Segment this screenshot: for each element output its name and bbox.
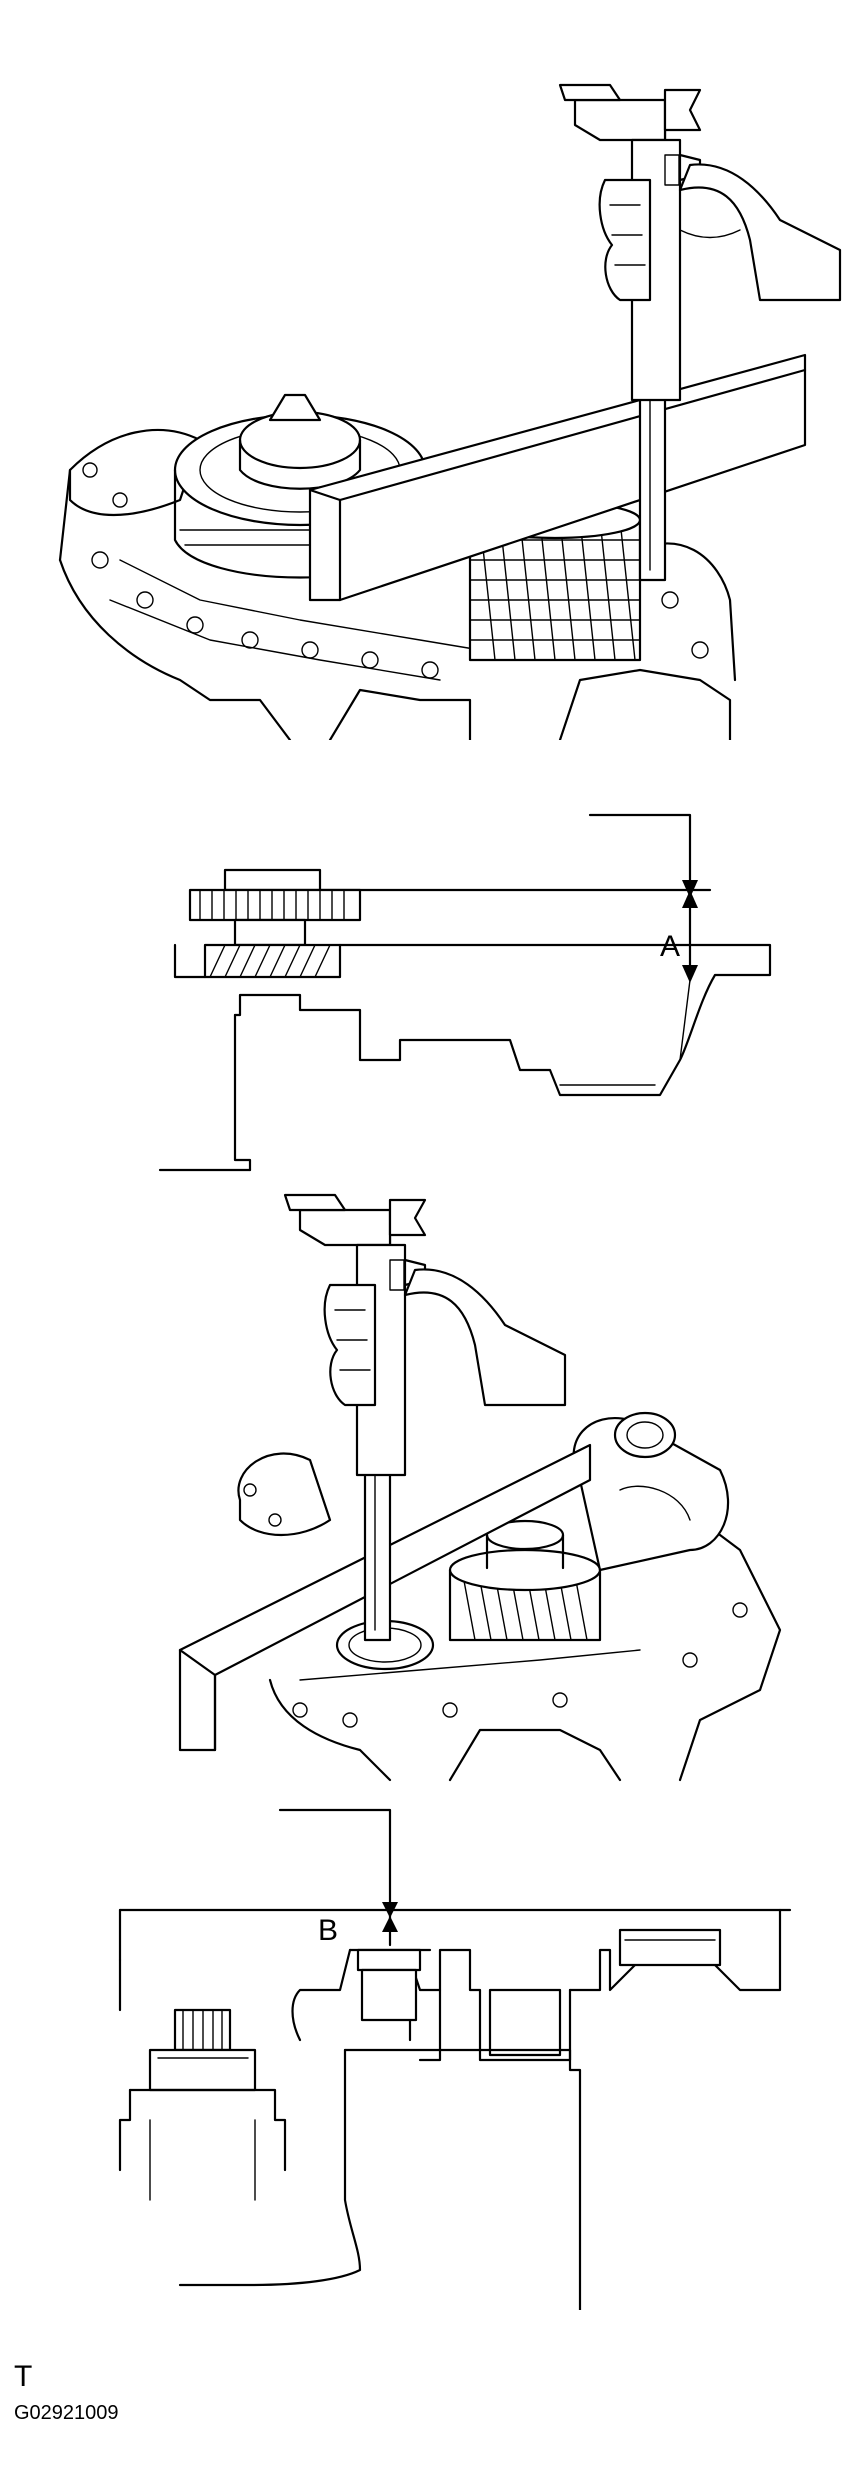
- technician-hand-2: [323, 1268, 567, 1407]
- dimension-b-label: B: [318, 1914, 338, 1947]
- dimension-b-marker: B: [278, 1808, 398, 1947]
- helical-gear-2: [448, 1519, 602, 1642]
- illustration-caliper-measure-1: [0, 0, 853, 740]
- gear-stack-section: [188, 868, 362, 979]
- housing-section-b: [118, 1908, 782, 2310]
- section-b-svg: B: [118, 1808, 792, 2310]
- dimension-a-marker: A: [318, 813, 712, 983]
- caliper-scene-2-svg: [178, 1193, 782, 1782]
- illustration-caliper-measure-2: [0, 1190, 853, 1790]
- differential-case: [572, 1411, 730, 1572]
- corner-mark: T: [14, 2360, 33, 2393]
- caliper-scene-1-svg: [58, 83, 842, 740]
- section-diagram-a: A: [0, 740, 853, 1190]
- housing-bolts-1: [82, 462, 709, 679]
- dimension-a-label: A: [660, 930, 680, 963]
- housing-section-a: [158, 943, 772, 1172]
- section-diagram-b: B: [0, 1790, 853, 2310]
- section-a-svg: A: [158, 813, 772, 1172]
- transaxle-housing-2: [237, 1452, 782, 1782]
- splined-shaft-b: [118, 2008, 287, 2201]
- technician-hand-1: [598, 163, 842, 302]
- figure-code: G02921009: [14, 2402, 119, 2424]
- straight-edge-bar-2: [178, 1443, 592, 1752]
- housing-bolts-2: [243, 1483, 748, 1728]
